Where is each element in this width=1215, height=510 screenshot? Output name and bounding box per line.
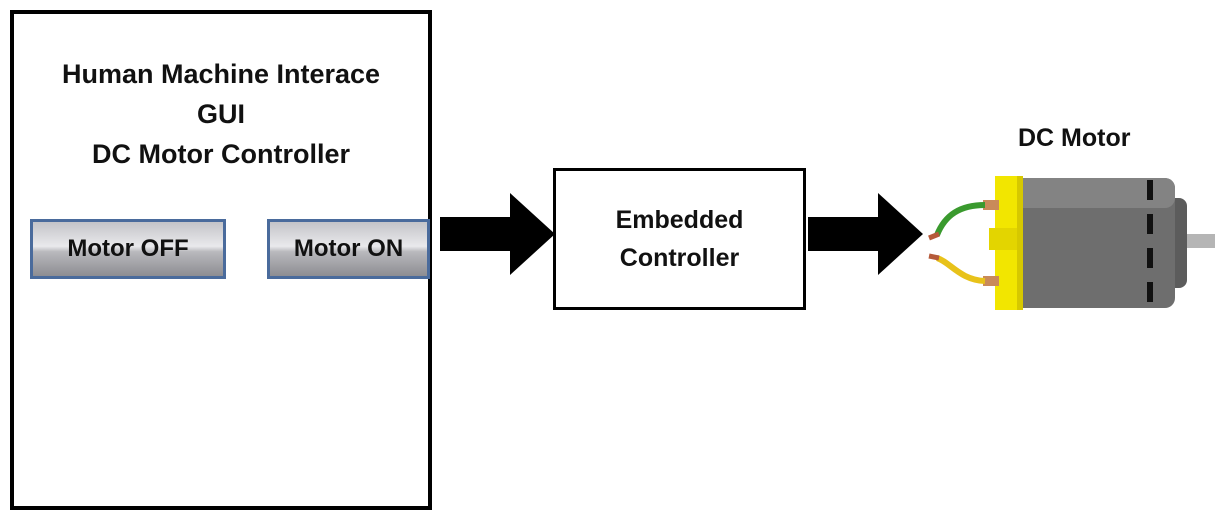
dc-motor-label: DC Motor <box>1018 124 1131 152</box>
motor-on-button[interactable]: Motor ON <box>267 219 430 279</box>
embedded-controller-box: Embedded Controller <box>553 168 806 310</box>
dc-motor-icon <box>928 176 1215 310</box>
hmi-panel: Human Machine Interace GUI DC Motor Cont… <box>10 10 432 510</box>
motor-off-button[interactable]: Motor OFF <box>30 219 226 279</box>
right-arrow-icon <box>808 193 923 275</box>
right-arrow-icon <box>440 193 555 275</box>
hmi-title: Human Machine Interace GUI DC Motor Cont… <box>14 54 428 174</box>
hmi-title-line1: Human Machine Interace <box>61 59 381 89</box>
hmi-title-line3: DC Motor Controller <box>92 139 350 169</box>
controller-label-line1: Embedded <box>615 206 744 234</box>
hmi-title-line2: GUI <box>196 99 245 129</box>
controller-label-line2: Controller <box>619 244 740 272</box>
